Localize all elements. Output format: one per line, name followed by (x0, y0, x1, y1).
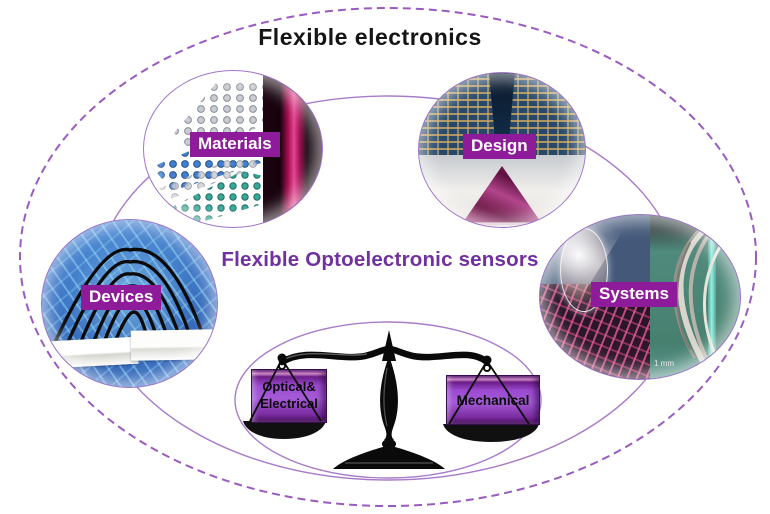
outer-dashed-ellipse (19, 7, 757, 507)
fiber-panel-graphic (650, 215, 740, 379)
mechanical-box: Mechanical (446, 375, 540, 425)
balance-pillar (380, 356, 398, 440)
plate-graphic (419, 154, 585, 227)
crumpled-film-graphic (462, 165, 542, 223)
devices-label: Devices (81, 285, 162, 310)
cyan-stripe-graphic (707, 215, 716, 379)
materials-label: Materials (190, 132, 280, 157)
white-substrate-right-graphic (130, 329, 216, 361)
crimson-fiber-graphic (279, 71, 307, 227)
optical-electrical-line1: Optical& (262, 379, 316, 395)
left-pan (243, 421, 326, 439)
systems-label: Systems (591, 282, 677, 307)
figure-title: Flexible electronics (258, 24, 482, 50)
balance-base (333, 447, 445, 469)
balance-pointer (382, 330, 396, 361)
pillar-knob (382, 439, 396, 449)
right-pan (443, 424, 539, 442)
dark-panel-graphic (263, 71, 322, 227)
center-label: Flexible Optoelectronic sensors (221, 248, 539, 271)
design-label: Design (463, 134, 536, 159)
optical-electrical-line2: Electrical (260, 396, 318, 411)
scale-bar-label: 1 mm (654, 358, 674, 368)
optical-electrical-box: Optical& Electrical (251, 369, 327, 423)
mechanical-label: Mechanical (456, 392, 530, 408)
balance-scale-graphic (243, 330, 539, 469)
white-substrate-left-graphic (48, 336, 139, 368)
balance-solid-ellipse (234, 321, 542, 479)
